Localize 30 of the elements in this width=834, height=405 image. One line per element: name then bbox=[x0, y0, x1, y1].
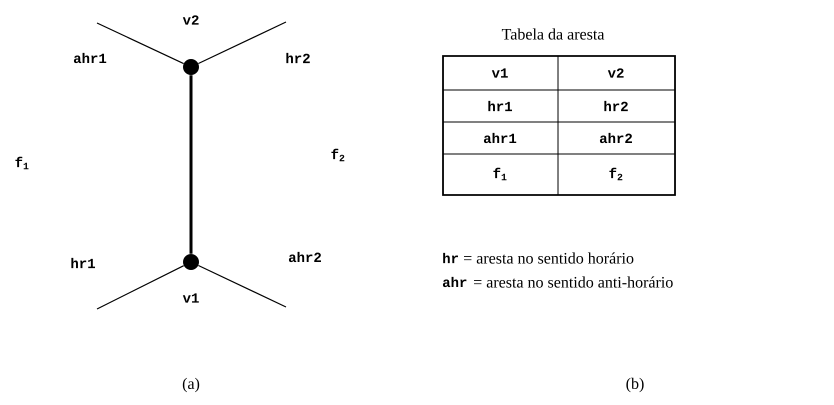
panel-label: (a) bbox=[182, 378, 200, 392]
vertex-dot bbox=[183, 254, 199, 270]
cell-text: ahr1 bbox=[484, 132, 516, 144]
cell-text: f$_{2}$ bbox=[609, 168, 622, 180]
edge-line bbox=[190, 75, 192, 254]
edge-label: hr2 bbox=[286, 52, 310, 64]
cell-text: hr2 bbox=[604, 100, 628, 112]
face-label: f$_{1}$ bbox=[15, 156, 28, 170]
vertex-label: v2 bbox=[182, 15, 199, 25]
vertex-label: v1 bbox=[182, 293, 199, 303]
edge-line bbox=[96, 265, 184, 310]
edge-line bbox=[198, 264, 286, 308]
cell-text: v2 bbox=[608, 68, 624, 78]
cell-text: ahr2 bbox=[600, 132, 632, 144]
legend-text: = aresta no sentido horário bbox=[464, 252, 634, 264]
edge-line bbox=[198, 21, 286, 64]
legend-text: = aresta no sentido anti-horário bbox=[474, 276, 673, 288]
cell-text: hr1 bbox=[488, 100, 512, 112]
legend-key: ahr bbox=[442, 276, 466, 288]
panel-label: (b) bbox=[626, 378, 644, 392]
legend-key: hr bbox=[443, 252, 458, 264]
edge-label: ahr2 bbox=[288, 252, 321, 262]
vertex-dot bbox=[183, 59, 199, 75]
table-title: Tabela da aresta bbox=[502, 28, 604, 40]
edge-line bbox=[96, 22, 184, 64]
cell-text: f$_{1}$ bbox=[493, 168, 506, 180]
face-label: f$_{2}$ bbox=[331, 148, 344, 162]
cell-text: v1 bbox=[492, 68, 508, 78]
edge-label: ahr1 bbox=[74, 52, 106, 64]
edge-label: hr1 bbox=[71, 258, 96, 268]
